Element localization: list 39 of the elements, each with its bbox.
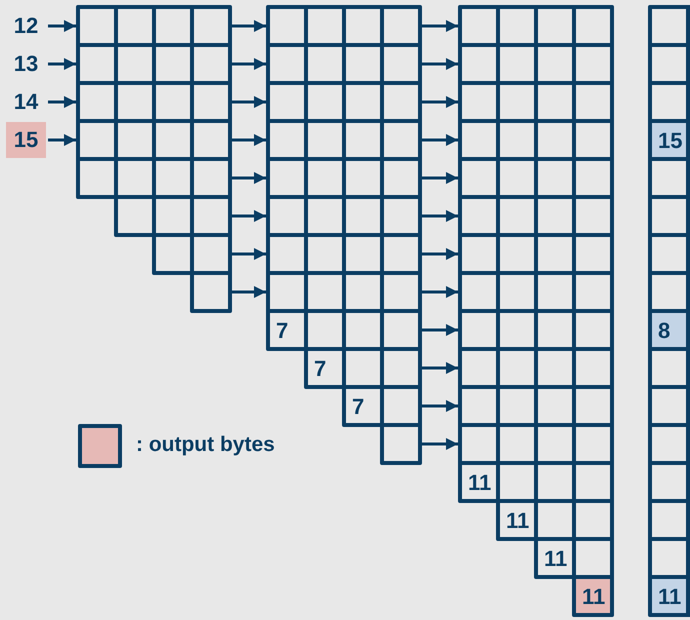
arrow: [422, 58, 458, 70]
cell-number: 11: [658, 586, 682, 608]
arrow: [232, 248, 266, 260]
arrow: [422, 96, 458, 108]
cell-number: 15: [658, 130, 682, 152]
arrow: [422, 324, 458, 336]
cell-number: 11: [544, 548, 568, 570]
input-number: 12: [6, 8, 46, 44]
arrow: [232, 172, 266, 184]
cell-number: 8: [658, 320, 670, 342]
arrow: [48, 20, 76, 32]
arrow: [422, 210, 458, 222]
arrow: [232, 134, 266, 146]
arrow: [232, 96, 266, 108]
arrow: [422, 286, 458, 298]
cell-number: 7: [314, 358, 326, 380]
legend-label: : output bytes: [136, 434, 275, 455]
arrow: [232, 58, 266, 70]
cell-number: 7: [276, 320, 288, 342]
cell-number: 11: [506, 510, 530, 532]
input-number: 14: [6, 84, 46, 120]
cell-number: 11: [582, 586, 606, 608]
arrow: [48, 58, 76, 70]
arrow: [422, 248, 458, 260]
arrow: [422, 172, 458, 184]
cell-number: 7: [352, 396, 364, 418]
arrow: [422, 20, 458, 32]
input-number: 13: [6, 46, 46, 82]
arrow: [422, 134, 458, 146]
arrow: [422, 438, 458, 450]
cell-number: 11: [468, 472, 492, 494]
arrow: [232, 20, 266, 32]
arrow: [48, 134, 76, 146]
arrow: [232, 286, 266, 298]
arrow: [422, 400, 458, 412]
arrow: [232, 210, 266, 222]
input-number: 15: [6, 122, 46, 158]
arrow: [422, 362, 458, 374]
arrow: [48, 96, 76, 108]
